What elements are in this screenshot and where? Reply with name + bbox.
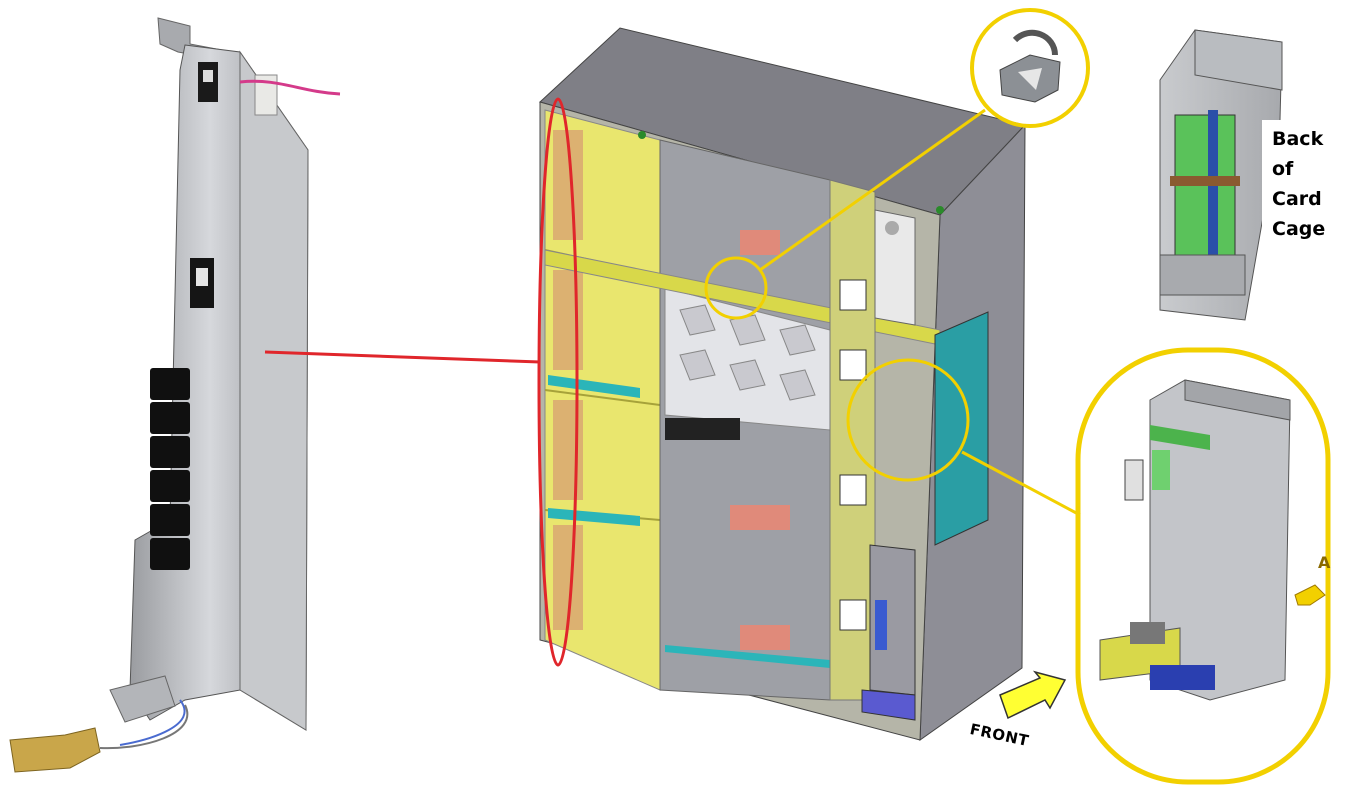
red-highlight-ellipse bbox=[537, 97, 579, 667]
back-of-card-cage-label: Back of Card Cage bbox=[1272, 124, 1351, 244]
blue-base bbox=[861, 689, 916, 721]
pdu-power-cable bbox=[119, 699, 186, 746]
pdu-plug bbox=[9, 727, 101, 773]
card-label-line: of bbox=[1272, 158, 1294, 180]
teal-bar bbox=[548, 508, 640, 526]
teal-bar bbox=[548, 375, 640, 398]
pdu-outlet bbox=[150, 470, 190, 502]
pdu-bottom-bracket bbox=[109, 675, 176, 723]
detail-card-plate bbox=[1124, 459, 1144, 501]
card-cage-board bbox=[1174, 114, 1236, 266]
pdu-unit bbox=[9, 17, 341, 773]
card-label-line: Cage bbox=[1272, 218, 1326, 240]
card-label-line: Card bbox=[1272, 188, 1322, 210]
clip-large-circle bbox=[970, 8, 1090, 128]
front-arrow-icon bbox=[999, 670, 1067, 720]
pdu-outlet bbox=[150, 436, 190, 468]
pdu-outlet bbox=[150, 538, 190, 570]
detail-large-frame bbox=[1075, 347, 1331, 785]
card-label-line: Back bbox=[1272, 128, 1324, 150]
detail-callout bbox=[846, 347, 1331, 785]
detail-small-circle bbox=[846, 358, 970, 482]
black-handle-block bbox=[665, 418, 740, 440]
pdu-outlet bbox=[150, 402, 190, 434]
pdu-outlet bbox=[150, 504, 190, 536]
card-cage-label-bg bbox=[1262, 120, 1344, 255]
back-card-cage-view bbox=[1159, 29, 1283, 321]
red-callout-line bbox=[264, 350, 541, 364]
view-a-label: A bbox=[1318, 553, 1331, 572]
pdu-signal-cable bbox=[239, 79, 341, 96]
pdu-side-face bbox=[239, 50, 309, 731]
pdu-outlet bbox=[150, 368, 190, 400]
card-panel bbox=[874, 209, 916, 326]
detail-blue-base bbox=[1150, 665, 1215, 690]
clip-small-circle bbox=[704, 256, 768, 320]
teal-side-panel bbox=[934, 311, 989, 546]
pdu-outlets bbox=[150, 368, 190, 570]
clip-callout bbox=[704, 8, 1090, 320]
pdu-label-sticker bbox=[254, 74, 278, 116]
view-arrow-icon bbox=[1294, 584, 1326, 606]
